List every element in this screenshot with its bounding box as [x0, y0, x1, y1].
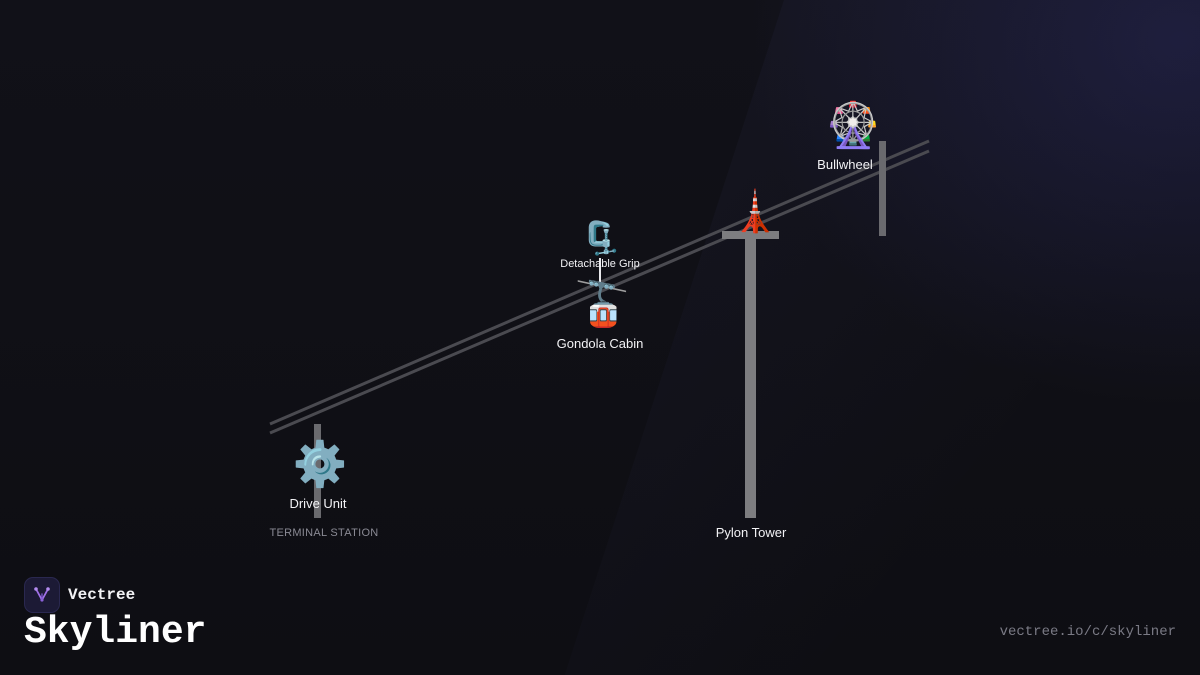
pylon-tower-mast	[745, 236, 756, 518]
page-title: Skyliner	[24, 611, 207, 654]
terminal-station-post	[314, 424, 321, 518]
bullwheel-post	[879, 141, 886, 236]
detachable-grip-label: Detachable Grip	[560, 258, 640, 270]
brand-block: Vectree	[24, 577, 135, 613]
vectree-logo-icon	[24, 577, 60, 613]
haul-rope-lower	[269, 149, 930, 435]
pylon-tower-crossarm	[722, 231, 779, 239]
aerial-tramway-icon: 🚡	[574, 279, 630, 330]
clamp-icon: 🗜️	[581, 219, 621, 257]
ferris-wheel-icon: 🎡	[825, 100, 881, 151]
terminal-station-label: TERMINAL STATION	[269, 527, 379, 539]
gear-icon: ⚙️	[292, 439, 348, 490]
tower-icon: 🗼	[730, 189, 780, 235]
source-url[interactable]: vectree.io/c/skyliner	[999, 624, 1176, 640]
gondola-cabin-label: Gondola Cabin	[556, 336, 644, 351]
company-name: Vectree	[68, 586, 136, 604]
drive-unit-label: Drive Unit	[289, 496, 347, 511]
pylon-tower-label: Pylon Tower	[715, 525, 787, 540]
bullwheel-label: Bullwheel	[817, 157, 873, 172]
